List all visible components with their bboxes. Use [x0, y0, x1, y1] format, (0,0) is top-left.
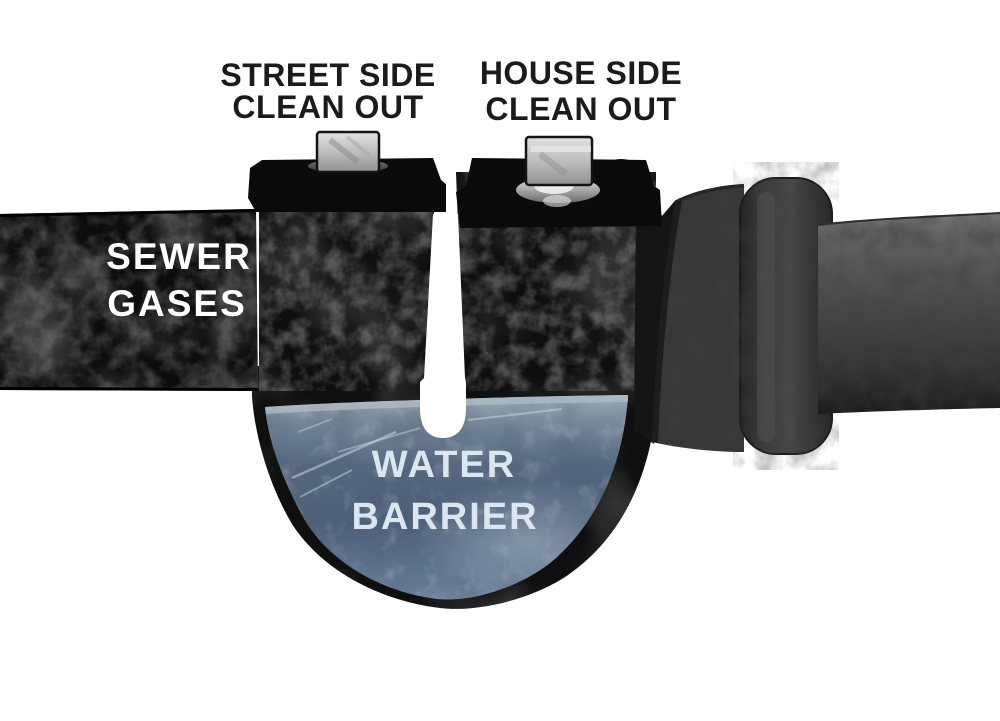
hub-highlight — [543, 195, 571, 207]
water-scratches — [291, 408, 563, 498]
sleeve-edge-shadow — [652, 198, 682, 443]
house-cleanout-line1: HOUSE SIDE — [480, 55, 682, 91]
house-sewer-pipe — [818, 212, 1000, 414]
street-sewer-pipe — [0, 209, 258, 391]
water-barrier-line1: WATER — [372, 444, 516, 486]
texture-overlay — [818, 212, 1000, 414]
sleeve-edge-shadow — [674, 184, 744, 204]
street-cleanout-line2: CLEAN OUT — [232, 89, 423, 125]
texture-overlay — [0, 209, 258, 391]
sewer-gases-label: SEWER GASES — [106, 236, 252, 324]
house-cleanout-nut — [524, 135, 594, 187]
flange-highlight — [757, 192, 775, 442]
trap-gap-notch — [420, 148, 466, 438]
street-cleanout-label: STREET SIDE CLEAN OUT — [220, 57, 435, 125]
street-cleanout-line1: STREET SIDE — [220, 57, 435, 93]
water-barrier-line2: BARRIER — [351, 496, 538, 538]
house-cleanout-label: HOUSE SIDE CLEAN OUT — [480, 55, 682, 127]
house-cleanout-line2: CLEAN OUT — [485, 91, 676, 127]
sewer-gases-line1: SEWER — [106, 236, 252, 277]
nut-smudge — [345, 135, 371, 157]
nut-smudge — [328, 137, 360, 165]
water-barrier-label: WATER BARRIER — [351, 444, 538, 538]
nut-smudge — [537, 151, 569, 177]
street-cleanout-nut — [315, 130, 381, 174]
sewer-gases-line2: GASES — [107, 283, 247, 324]
